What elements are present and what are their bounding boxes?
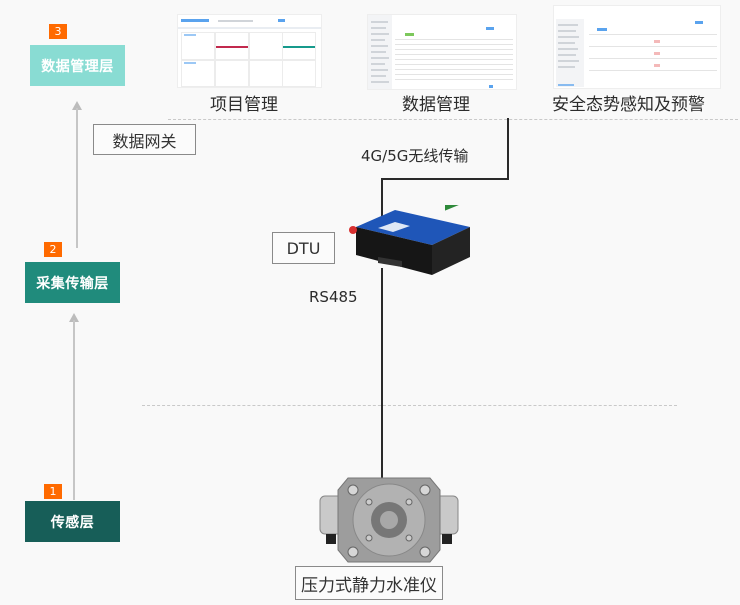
layer-2-badge: 2 <box>44 242 62 257</box>
sensing-layer: 传感层 <box>25 501 120 542</box>
platform-separator-line <box>168 119 738 120</box>
safety-alert-screenshot <box>553 5 721 89</box>
data-management-layer: 数据管理层 <box>30 45 125 86</box>
layer-1-badge: 1 <box>44 484 62 499</box>
arrow-up-icon <box>72 101 82 110</box>
connector-line <box>73 320 75 500</box>
rs485-wire <box>381 268 383 480</box>
sensing-separator-line <box>142 405 677 406</box>
module-label-data-management: 数据管理 <box>402 95 470 115</box>
rs485-label: RS485 <box>309 288 358 306</box>
connector-line <box>76 108 78 248</box>
project-management-screenshot <box>177 14 322 88</box>
acquisition-transmission-layer: 采集传输层 <box>25 262 120 303</box>
dtu-label: DTU <box>272 232 335 264</box>
module-label-project-management: 项目管理 <box>210 95 278 115</box>
sensor-label: 压力式静力水准仪 <box>295 566 443 600</box>
data-management-screenshot <box>367 14 517 90</box>
uplink-wire <box>507 118 509 180</box>
module-label-safety-alert: 安全态势感知及预警 <box>552 95 705 115</box>
uplink-wire <box>381 178 383 218</box>
layer-3-badge: 3 <box>49 24 67 39</box>
wireless-transmission-label: 4G/5G无线传输 <box>361 147 469 165</box>
dtu-device-icon <box>349 205 470 275</box>
hydrostatic-level-sensor-icon <box>319 477 459 563</box>
arrow-up-icon <box>69 313 79 322</box>
uplink-wire <box>381 178 509 180</box>
gateway-label: 数据网关 <box>93 124 196 155</box>
